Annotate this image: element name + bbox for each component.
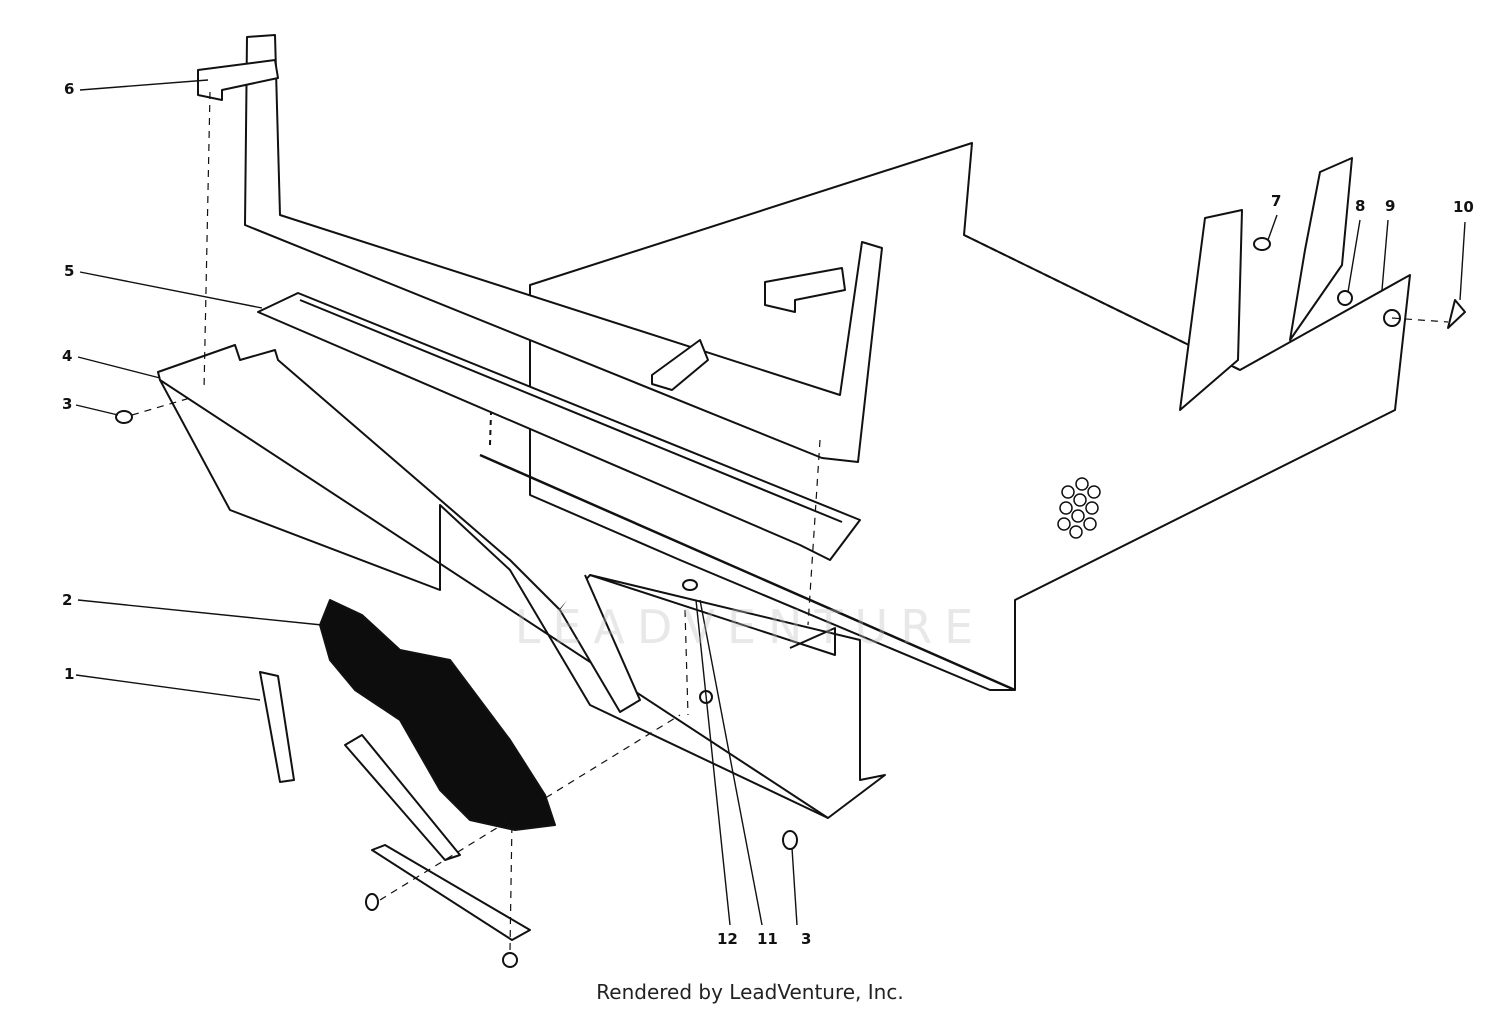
part-5-rail — [257, 292, 861, 561]
callout-6: 6 — [64, 80, 75, 98]
part-7-bolt — [1253, 237, 1271, 251]
part-8-nut — [1337, 290, 1353, 306]
lower-brace — [344, 734, 531, 941]
lower-screw — [365, 893, 379, 911]
assembly-lines — [131, 91, 1449, 951]
callout-11: 11 — [757, 930, 778, 948]
callout-1: 1 — [64, 665, 75, 683]
part-12-pin — [682, 579, 698, 591]
callout-4: 4 — [62, 347, 73, 365]
callout-12: 12 — [717, 930, 738, 948]
callout-10: 10 — [1453, 198, 1474, 216]
part-3-screw-lower — [782, 830, 798, 850]
callout-9: 9 — [1385, 197, 1396, 215]
callout-2: 2 — [62, 591, 73, 609]
callout-8: 8 — [1355, 197, 1366, 215]
vent-holes — [1057, 477, 1101, 539]
part-9-tray — [479, 142, 1411, 692]
part-10-clip — [1447, 299, 1466, 329]
footer-credit: Rendered by LeadVenture, Inc. — [596, 980, 904, 1004]
part-1-plate — [259, 671, 295, 783]
part-6-frame-bracket — [197, 34, 883, 463]
watermark: LEADVENTURE — [514, 600, 986, 654]
part-3-screw — [115, 410, 133, 424]
lower-washer — [502, 952, 518, 968]
callout-3: 3 — [62, 395, 73, 413]
callout-7: 7 — [1271, 192, 1282, 210]
part-2-baffle — [319, 599, 556, 831]
leader-lines — [75, 79, 1466, 926]
callout-3-lower: 3 — [801, 930, 812, 948]
callout-5: 5 — [64, 262, 75, 280]
